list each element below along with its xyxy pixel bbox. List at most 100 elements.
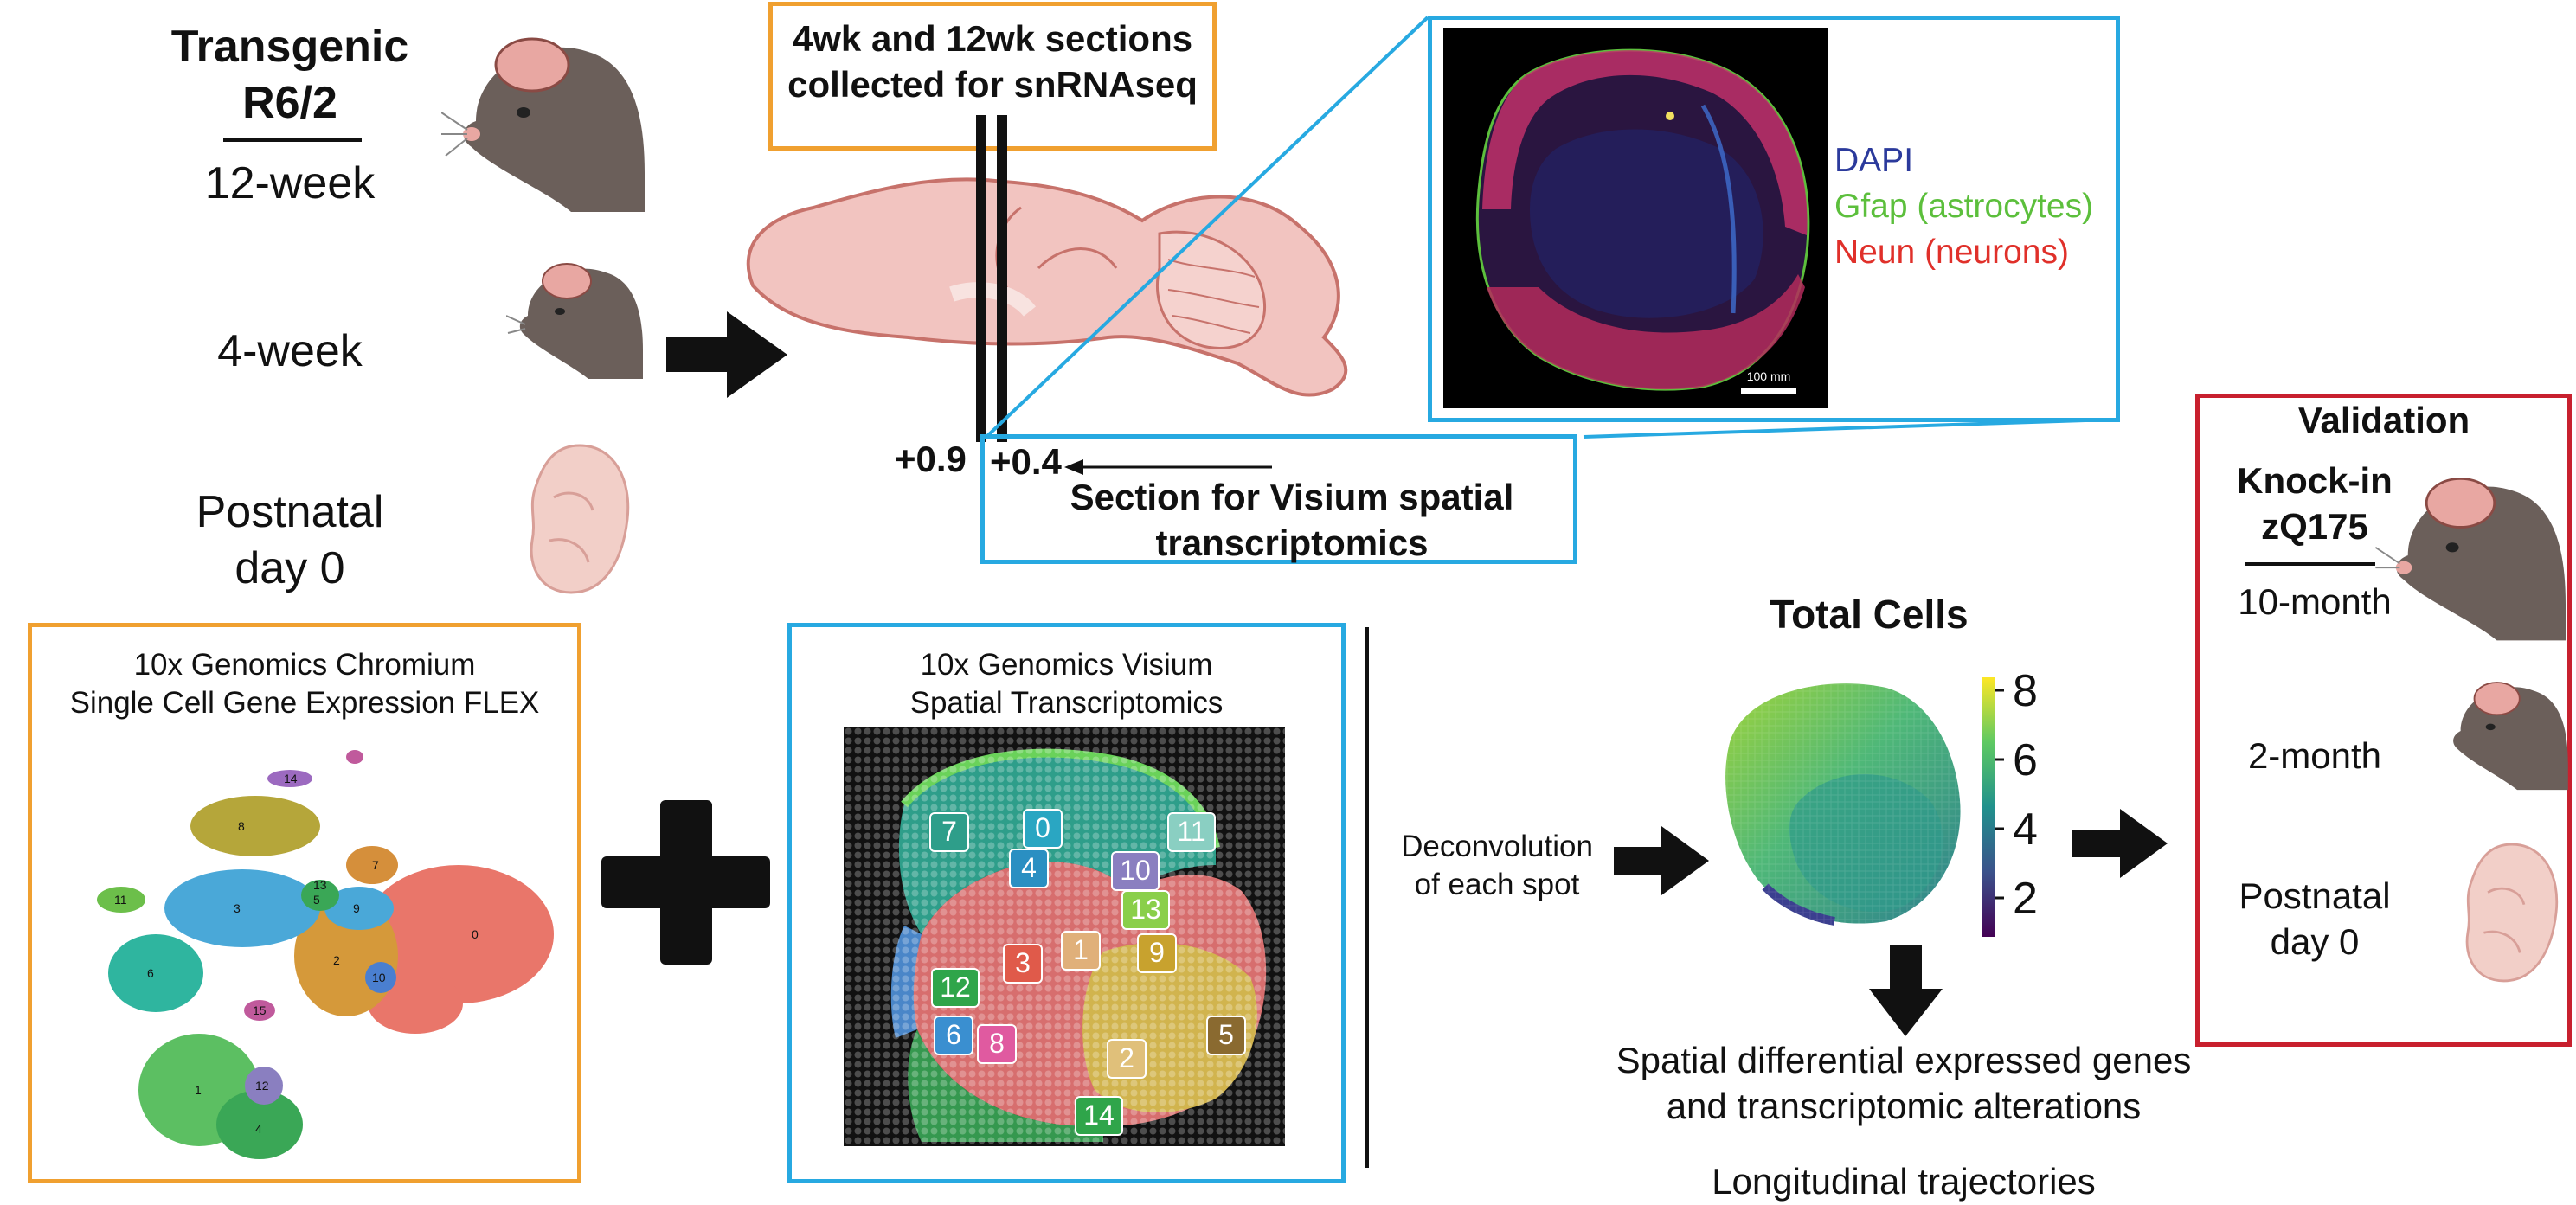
arrow-to-brain-icon (666, 311, 787, 398)
svg-text:0: 0 (1035, 812, 1050, 843)
svg-text:12: 12 (940, 971, 971, 1003)
pup-p0-icon (530, 444, 630, 594)
transgenic-age-p0: Postnatal day 0 (156, 484, 424, 597)
svg-text:2: 2 (1119, 1042, 1134, 1074)
pup-validation-icon (2465, 843, 2559, 983)
validation-age-p0-line1: Postnatal (2239, 875, 2391, 916)
legend-gfap: Gfap (astrocytes) (1834, 188, 2094, 225)
visium-section-label: Section for Visium spatial transcriptomi… (985, 439, 1573, 566)
umap-label-1: 1 (195, 1083, 202, 1097)
mouse-10month-icon (2375, 477, 2566, 641)
total-cells-heatmap (1713, 670, 1973, 930)
umap-cluster-13 (301, 880, 339, 911)
transgenic-age-4week: 4-week (217, 326, 363, 376)
validation-model-line1: Knock-in (2237, 460, 2393, 501)
svg-text:11: 11 (1177, 816, 1205, 847)
total-cells-colorbar: 8 6 4 2 (1982, 673, 2038, 937)
visium-marker-5: 5 (1206, 1016, 1246, 1055)
arrow-to-total-cells-icon (1614, 826, 1709, 895)
visium-section-label-line1: Section for Visium spatial (1070, 477, 1514, 517)
visium-section-label-box: Section for Visium spatial transcriptomi… (980, 434, 1577, 564)
umap-label-2: 2 (333, 953, 340, 967)
umap-label-6: 6 (147, 966, 154, 980)
snrnaseq-label-box: 4wk and 12wk sections collected for snRN… (768, 2, 1217, 151)
umap-label-4: 4 (255, 1122, 262, 1136)
colorbar-tick-6: 6 (2013, 735, 2038, 785)
umap-plot: 0 1 2 3 4 5 6 7 8 9 10 11 12 13 14 15 (97, 750, 554, 1159)
umap-label-0: 0 (472, 927, 479, 941)
snrnaseq-label-line1: 4wk and 12wk sections (792, 18, 1193, 59)
svg-text:6: 6 (946, 1019, 961, 1050)
visium-box: 10x Genomics Visium Spatial Transcriptom… (787, 623, 1346, 1183)
deconvolution-label: Deconvolution of each spot (1367, 828, 1627, 904)
visium-marker-13: 13 (1121, 890, 1170, 930)
umap-label-9: 9 (353, 901, 360, 915)
umap-cluster-4 (216, 1090, 303, 1159)
visium-marker-3: 3 (1003, 944, 1043, 984)
visium-marker-4: 4 (1009, 849, 1049, 888)
visium-marker-0: 0 (1023, 809, 1063, 849)
visium-section-label-line2: transcriptomics (1155, 522, 1429, 563)
deconvolution-label-line1: Deconvolution (1401, 830, 1593, 863)
validation-title: Validation (2297, 400, 2470, 440)
transgenic-age-12week: 12-week (204, 158, 376, 208)
colorbar-tick-8: 8 (2013, 673, 2038, 716)
umap-cluster-14b (346, 750, 363, 764)
panel-divider (1365, 627, 1369, 1168)
section-pos-04: +0.4 (990, 441, 1062, 482)
visium-marker-1: 1 (1061, 931, 1101, 971)
umap-label-5: 5 (313, 893, 320, 907)
chromium-title-line2: Single Cell Gene Expression FLEX (69, 685, 540, 720)
outputs-line2: and transcriptomic alterations (1666, 1085, 2142, 1126)
validation-age-10month: 10-month (2238, 581, 2392, 622)
transgenic-underline (223, 138, 362, 142)
svg-text:10: 10 (1120, 855, 1151, 886)
validation-model-line2: zQ175 (2261, 505, 2368, 547)
mouse-12week-icon (441, 37, 645, 213)
snrnaseq-label-line2: collected for snRNAseq (787, 63, 1198, 105)
validation-box (2195, 394, 2572, 1047)
visium-marker-7: 7 (929, 812, 969, 852)
transgenic-title-line2: R6/2 (242, 78, 337, 128)
umap-cluster-10 (365, 962, 396, 993)
umap-label-13: 13 (313, 878, 327, 892)
visium-title-line1: 10x Genomics Visium (920, 648, 1213, 682)
visium-marker-14: 14 (1075, 1096, 1123, 1136)
coronal-stain-image: 100 mm (1443, 28, 1828, 408)
snrnaseq-label: 4wk and 12wk sections collected for snRN… (773, 6, 1212, 107)
colorbar-tick-4: 4 (2013, 804, 2038, 855)
visium-marker-8: 8 (977, 1024, 1017, 1064)
outputs-line3: Longitudinal trajectories (1712, 1161, 2096, 1202)
stain-scale-label: 100 mm (1747, 369, 1791, 383)
chromium-title: 10x Genomics Chromium Single Cell Gene E… (32, 627, 577, 722)
umap-cluster-6 (108, 934, 203, 1012)
umap-cluster-14 (267, 770, 312, 787)
umap-cluster-8 (190, 796, 320, 856)
mouse-4week-icon (506, 263, 643, 379)
section-cut-line-posterior (997, 115, 1007, 442)
visium-marker-10: 10 (1111, 851, 1160, 891)
umap-cluster-15 (244, 1000, 275, 1021)
umap-cluster-11 (97, 887, 145, 913)
umap-label-15: 15 (253, 1003, 267, 1017)
outputs-line1: Spatial differential expressed genes (1616, 1040, 2192, 1080)
visium-title: 10x Genomics Visium Spatial Transcriptom… (792, 627, 1341, 722)
total-cells-title: Total Cells (1770, 592, 1969, 637)
umap-label-11: 11 (114, 893, 127, 907)
umap-label-7: 7 (372, 858, 379, 872)
validation-age-p0: Postnatal day 0 (2198, 874, 2431, 965)
svg-text:4: 4 (1021, 852, 1037, 883)
svg-text:14: 14 (1083, 1099, 1115, 1131)
umap-label-8: 8 (238, 819, 245, 833)
validation-age-2month: 2-month (2247, 735, 2382, 776)
chromium-box: 10x Genomics Chromium Single Cell Gene E… (28, 623, 581, 1183)
svg-text:1: 1 (1073, 934, 1089, 965)
visium-marker-12: 12 (931, 968, 980, 1008)
validation-underline (2245, 562, 2375, 566)
umap-clusters (97, 750, 554, 1159)
svg-text:9: 9 (1149, 937, 1165, 968)
visium-cluster-markers: 7 0 4 11 10 13 1 3 9 12 6 8 2 5 14 (929, 809, 1246, 1136)
section-pos-09: +0.9 (895, 439, 967, 479)
transgenic-title-line1: Transgenic (170, 22, 409, 72)
mouse-2month-icon (2453, 682, 2568, 791)
